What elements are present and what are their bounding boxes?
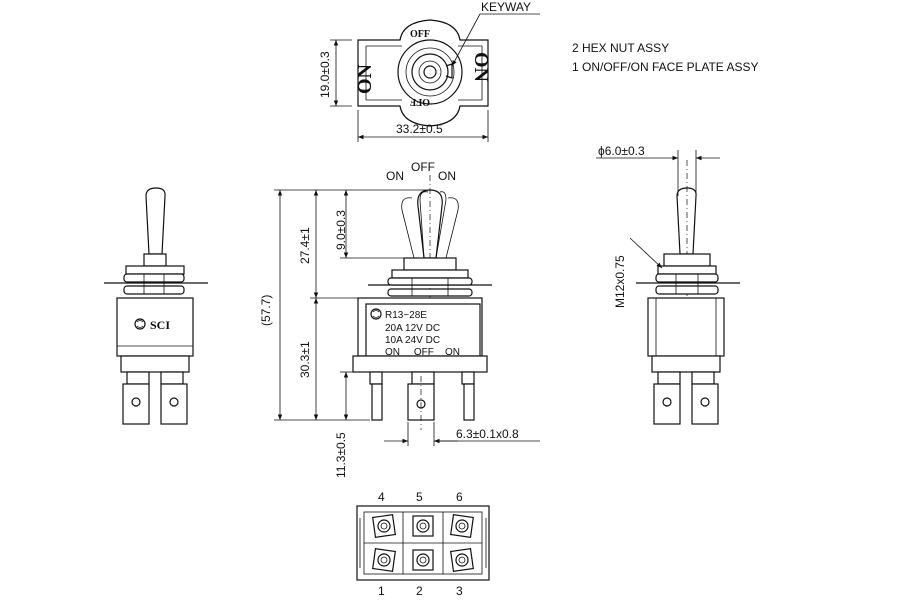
left-side-view: SCI	[104, 187, 208, 425]
brand-label: SCI	[150, 318, 170, 332]
note-hex-nut: 2 HEX NUT ASSY	[572, 41, 669, 55]
dim-thread: M12x0.75	[613, 255, 627, 308]
face-height-dim: 19.0±0.3	[318, 51, 332, 98]
dim-terminal-height: 11.3±0.5	[334, 432, 348, 478]
brand-logo-icon	[370, 308, 382, 320]
rating-line-1: 20A 12V DC	[385, 323, 440, 334]
terminal-number-1: 1	[378, 584, 385, 598]
face-off-top: OFF	[410, 29, 430, 40]
dim-tip-diameter: ϕ6.0±0.3	[598, 144, 645, 158]
face-plate-view: OFF OFF ON ON KEYWAY 19.0±0.3 33.2±0.5	[318, 0, 540, 142]
terminal-number-5: 5	[416, 490, 423, 504]
terminal-socket-3	[450, 548, 474, 572]
terminal-socket-1	[372, 548, 396, 572]
terminal-layout-view: 4 5 6	[356, 490, 490, 598]
notes: 2 HEX NUT ASSY 1 ON/OFF/ON FACE PLATE AS…	[572, 41, 759, 74]
right-side-view: ϕ6.0±0.3 M12x0.75	[596, 144, 740, 425]
front-view: ON OFF ON R13−28E 20A 12V DC 10A 24V DC …	[259, 160, 540, 478]
terminal-number-3: 3	[456, 584, 463, 598]
dim-body-height: 30.3±1	[298, 341, 312, 378]
dim-terminal-width: 6.3±0.1x0.8	[456, 427, 519, 441]
dim-lever-height: 9.0±0.3	[334, 210, 348, 250]
model-number: R13−28E	[385, 310, 427, 321]
terminal-number-4: 4	[378, 490, 385, 504]
dim-upper-height: 27.4±1	[298, 227, 312, 264]
terminal-socket-4	[372, 514, 396, 538]
lever-pos-on-right: ON	[438, 169, 456, 183]
sci-logo-icon	[134, 318, 146, 330]
lever-pos-off: OFF	[411, 160, 435, 174]
terminal-socket-5	[412, 515, 434, 537]
rating-line-2: 10A 24V DC	[385, 335, 440, 346]
face-on-left: ON	[354, 63, 376, 94]
face-width-dim: 33.2±0.5	[396, 122, 443, 136]
terminal-socket-6	[450, 514, 474, 538]
keyway-label: KEYWAY	[481, 0, 531, 14]
position-row: ON OFF ON	[385, 347, 460, 358]
lever-pos-on-left: ON	[386, 169, 404, 183]
dim-total-height: (57.7)	[259, 295, 273, 326]
terminal-number-6: 6	[456, 490, 463, 504]
face-on-right: ON	[470, 52, 492, 83]
terminal-number-2: 2	[416, 584, 423, 598]
face-off-bottom: OFF	[410, 96, 430, 107]
note-face-plate: 1 ON/OFF/ON FACE PLATE ASSY	[572, 60, 759, 74]
terminal-socket-2	[412, 549, 434, 571]
